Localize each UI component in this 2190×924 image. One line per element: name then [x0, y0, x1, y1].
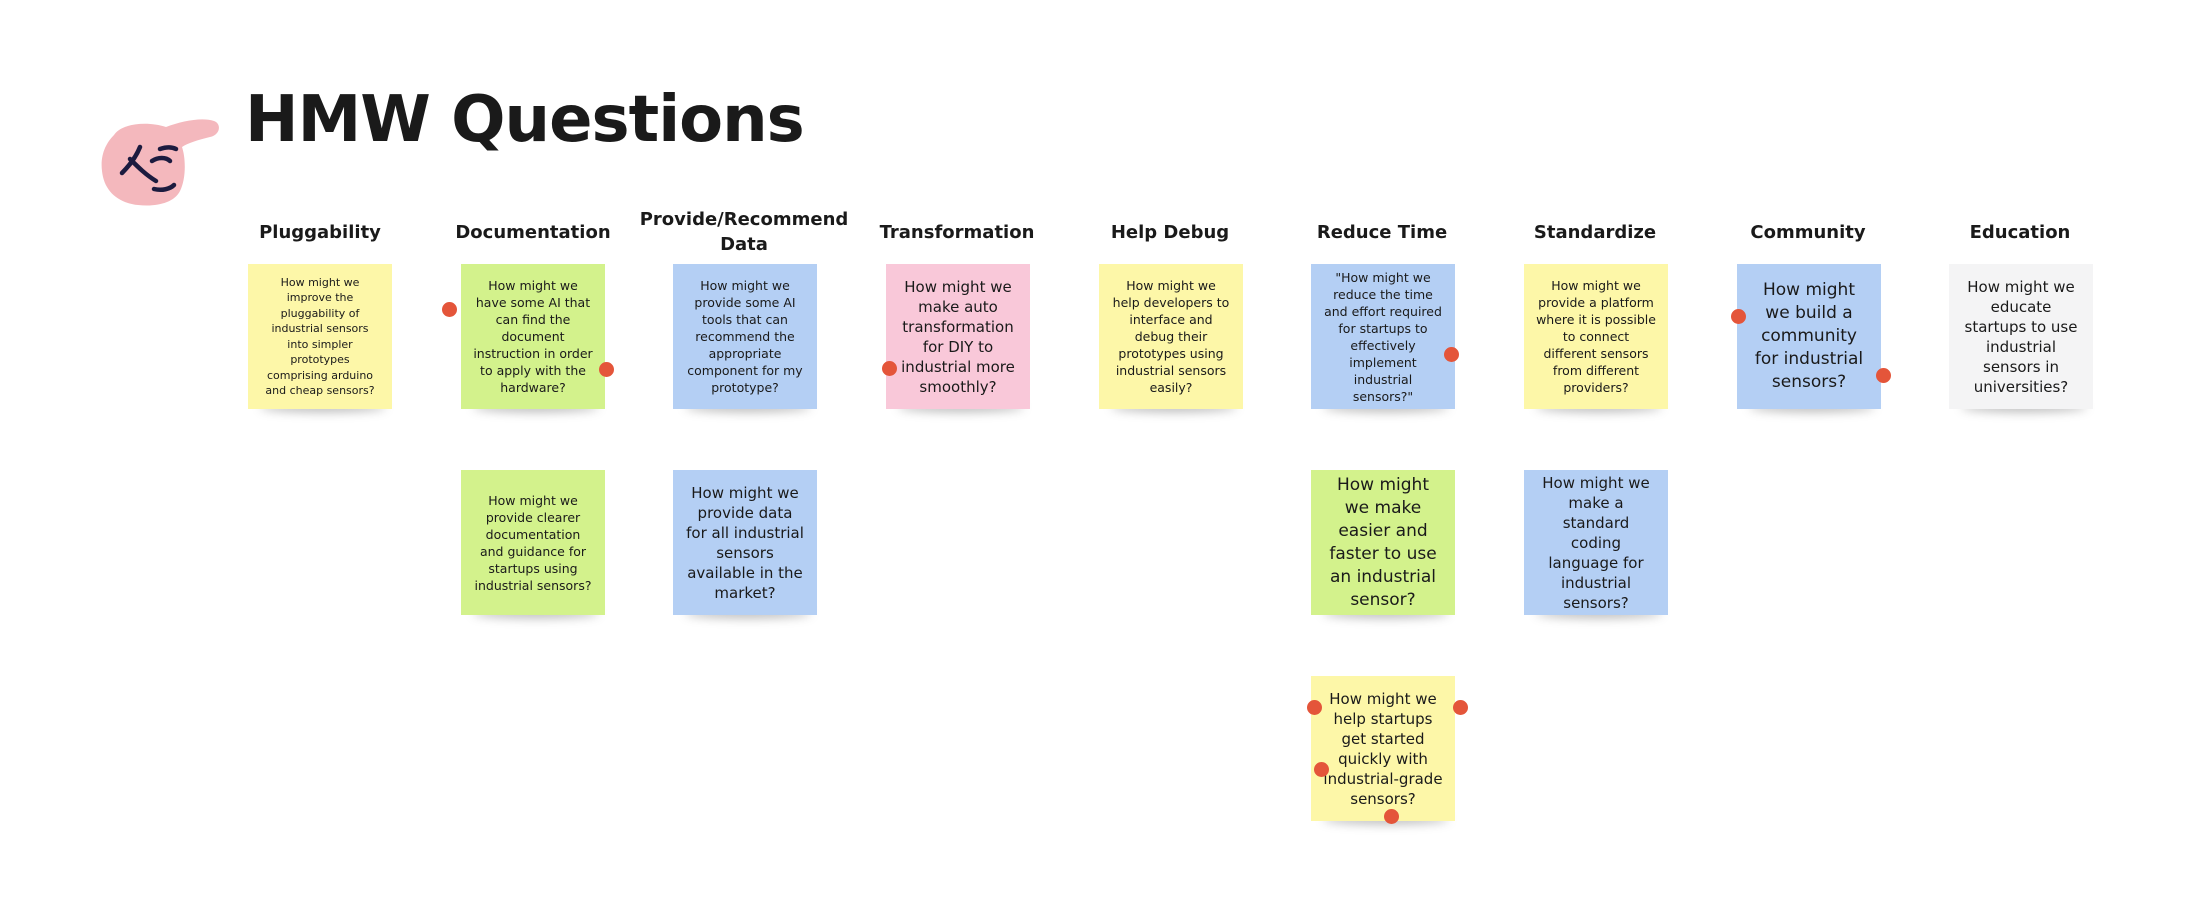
column-header-provide-recommend-data[interactable]: Provide/Recommend Data	[639, 209, 849, 255]
sticky-note-provide-recommend-data-2[interactable]: How might we provide data for all indust…	[673, 470, 817, 615]
sticky-note-help-debug-1[interactable]: How might we help developers to interfac…	[1099, 264, 1243, 409]
sticky-note-text: "How might we reduce the time and effort…	[1324, 269, 1442, 404]
vote-dot[interactable]	[1453, 700, 1468, 715]
vote-dot[interactable]	[1731, 309, 1746, 324]
sticky-note-text: How might we provide some AI tools that …	[687, 278, 803, 395]
pointing-hand-icon	[101, 119, 219, 206]
vote-dot[interactable]	[1384, 809, 1399, 824]
sticky-note-education-1[interactable]: How might we educate startups to use ind…	[1949, 264, 2093, 409]
sticky-note-text: How might we provide data for all indust…	[686, 483, 804, 602]
sticky-note-text: How might we provide clearer documentati…	[474, 492, 592, 593]
vote-dot[interactable]	[442, 302, 457, 317]
column-header-documentation[interactable]: Documentation	[455, 221, 611, 243]
sticky-note-text: How might we help developers to interfac…	[1112, 278, 1230, 395]
column-header-community[interactable]: Community	[1750, 221, 1866, 243]
sticky-note-pluggability-1[interactable]: How might we improve the pluggability of…	[248, 264, 392, 409]
sticky-note-text: How might we provide a platform where it…	[1536, 278, 1656, 395]
sticky-note-text: How might we make auto transformation fo…	[901, 277, 1015, 396]
vote-dot[interactable]	[1876, 368, 1891, 383]
sticky-note-documentation-2[interactable]: How might we provide clearer documentati…	[461, 470, 605, 615]
sticky-note-text: How might we build a community for indus…	[1754, 280, 1864, 392]
sticky-note-text: How might we improve the pluggability of…	[265, 275, 375, 398]
column-header-standardize[interactable]: Standardize	[1533, 221, 1657, 243]
column-header-reduce-time[interactable]: Reduce Time	[1316, 221, 1448, 243]
vote-dot[interactable]	[1314, 762, 1329, 777]
vote-dot[interactable]	[1307, 700, 1322, 715]
sticky-note-text: How might we help startups get started q…	[1323, 689, 1443, 808]
page-title: HMW Questions	[245, 83, 805, 157]
column-header-help-debug[interactable]: Help Debug	[1110, 221, 1230, 243]
sticky-note-provide-recommend-data-1[interactable]: How might we provide some AI tools that …	[673, 264, 817, 409]
sticky-note-text: How might we make a standard coding lang…	[1542, 473, 1650, 612]
sticky-note-text: How might we have some AI that can find …	[473, 278, 593, 395]
sticky-note-transformation-1[interactable]: How might we make auto transformation fo…	[886, 264, 1030, 409]
column-header-transformation[interactable]: Transformation	[879, 221, 1035, 243]
vote-dot[interactable]	[882, 361, 897, 376]
sticky-note-standardize-2[interactable]: How might we make a standard coding lang…	[1524, 470, 1668, 615]
column-header-pluggability[interactable]: Pluggability	[259, 221, 381, 243]
vote-dot[interactable]	[599, 362, 614, 377]
sticky-note-text: How might we make easier and faster to u…	[1329, 474, 1437, 610]
sticky-note-reduce-time-1[interactable]: "How might we reduce the time and effort…	[1311, 264, 1455, 409]
sticky-note-community-1[interactable]: How might we build a community for indus…	[1737, 264, 1881, 409]
sticky-note-reduce-time-3[interactable]: How might we help startups get started q…	[1311, 676, 1455, 821]
vote-dot[interactable]	[1444, 347, 1459, 362]
sticky-note-reduce-time-2[interactable]: How might we make easier and faster to u…	[1311, 470, 1455, 615]
sticky-note-documentation-1[interactable]: How might we have some AI that can find …	[461, 264, 605, 409]
column-header-education[interactable]: Education	[1969, 221, 2071, 243]
sticky-note-standardize-1[interactable]: How might we provide a platform where it…	[1524, 264, 1668, 409]
sticky-note-text: How might we educate startups to use ind…	[1964, 277, 2078, 396]
